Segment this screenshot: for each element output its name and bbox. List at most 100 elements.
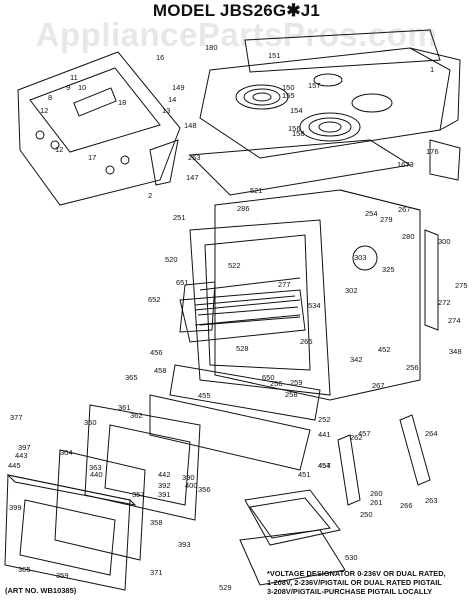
callout-label: 365 [18, 565, 31, 574]
callout-label: 2 [148, 191, 152, 200]
callout-label: 16 [156, 53, 164, 62]
callout-label: 256 [406, 363, 419, 372]
callout-label: 267 [372, 381, 385, 390]
callout-label: 530 [345, 553, 358, 562]
callout-label: 11 [70, 73, 78, 82]
callout-label: 458 [154, 366, 167, 375]
callout-label: 12 [55, 145, 63, 154]
callout-label: 277 [278, 280, 291, 289]
callout-label: 400 [185, 481, 198, 490]
callout-label: 358 [150, 518, 163, 527]
callout-label: 266 [400, 501, 413, 510]
callout-label: 157 [308, 81, 321, 90]
callout-label: 254 [365, 209, 378, 218]
callout-label: 304 [60, 448, 73, 457]
callout-label: 440 [90, 470, 103, 479]
callout-label: 155 [282, 91, 295, 100]
callout-label: 455 [198, 391, 211, 400]
callout-label: 357 [132, 490, 145, 499]
callout-label: 1673 [397, 160, 414, 169]
footnote-line: 1-208V, 2-236V/PIGTAIL OR DUAL RATED PIG… [267, 578, 442, 587]
callout-label: 272 [438, 298, 451, 307]
callout-label: 443 [15, 451, 28, 460]
callout-label: 534 [308, 301, 321, 310]
oven-cavity [179, 189, 421, 401]
callout-label: 176 [426, 147, 439, 156]
oven-door [4, 404, 201, 591]
callout-label: 650 [262, 373, 275, 382]
callout-label: 1 [430, 65, 434, 74]
callout-label: 261 [370, 498, 383, 507]
callout-label: 442 [158, 470, 171, 479]
callout-label: 302 [345, 286, 358, 295]
voltage-footnote: *VOLTAGE DESIGNATOR 0-236V OR DUAL RATED… [267, 569, 467, 596]
callout-label: 454 [318, 461, 331, 470]
callout-label: 342 [350, 355, 363, 364]
callout-label: 522 [228, 261, 241, 270]
callout-label: 652 [148, 295, 161, 304]
callout-label: 399 [9, 503, 22, 512]
callout-label: 253 [188, 153, 201, 162]
callout-label: 397 [18, 443, 31, 452]
callout-label: 441 [318, 430, 331, 439]
callout-label: 391 [158, 490, 171, 499]
callout-label: 457 [318, 461, 331, 470]
callout-label: 14 [168, 95, 176, 104]
callout-label: 371 [150, 568, 163, 577]
callout-label: 363 [89, 463, 102, 472]
callout-label: 286 [237, 204, 250, 213]
control-panel [17, 51, 181, 206]
callout-label: 260 [370, 489, 383, 498]
art-number: (ART NO. WB10385) [5, 586, 77, 595]
callout-label: 348 [449, 347, 462, 356]
callout-label: 529 [219, 583, 232, 592]
callout-label: 651 [176, 278, 189, 287]
callout-label: 521 [250, 186, 263, 195]
callout-label: 275 [455, 281, 468, 290]
callout-label: 365 [125, 373, 138, 382]
callout-label: 377 [10, 413, 23, 422]
callout-label: 263 [425, 496, 438, 505]
callout-label: 267 [398, 205, 411, 214]
callout-label: 262 [350, 433, 363, 442]
callout-label: 280 [402, 232, 415, 241]
callout-label: 350 [84, 418, 97, 427]
page-title: MODEL JBS26G✱J1 [152, 1, 321, 20]
callout-label: 303 [354, 253, 367, 262]
callout-label: 274 [448, 316, 461, 325]
callout-label: 520 [165, 255, 178, 264]
callout-label: 279 [380, 215, 393, 224]
callout-label: 264 [425, 429, 438, 438]
callout-label: 252 [318, 415, 331, 424]
callout-label: 390 [182, 473, 195, 482]
callout-label: 457 [358, 429, 371, 438]
callout-label: 150 [282, 83, 295, 92]
callout-label: 250 [360, 510, 373, 519]
callout-label: 17 [88, 153, 96, 162]
watermark: AppliancePartsPros.com [35, 16, 438, 53]
callout-label: 158 [292, 129, 305, 138]
callout-label: 452 [378, 345, 391, 354]
callout-label: 258 [285, 390, 298, 399]
callout-label: 13 [162, 106, 170, 115]
callout-label: 456 [150, 348, 163, 357]
callout-label: 445 [8, 461, 21, 470]
callout-label: 393 [178, 540, 191, 549]
callout-label: 362 [130, 411, 143, 420]
callout-label: 251 [173, 213, 186, 222]
callout-label: 8 [48, 93, 52, 102]
callout-label: 361 [118, 403, 131, 412]
callout-label: 359 [56, 571, 69, 580]
footnote-line: *VOLTAGE DESIGNATOR 0-236V OR DUAL RATED… [267, 569, 446, 578]
broiler-pan [239, 489, 346, 586]
callout-label: 154 [290, 106, 303, 115]
callout-label: 151 [268, 51, 281, 60]
callout-label: 10 [78, 83, 86, 92]
callout-label: 325 [382, 265, 395, 274]
callout-label: 149 [172, 83, 185, 92]
callout-label: 300 [438, 237, 451, 246]
callout-label: 9 [66, 83, 70, 92]
callout-label: 356 [198, 485, 211, 494]
